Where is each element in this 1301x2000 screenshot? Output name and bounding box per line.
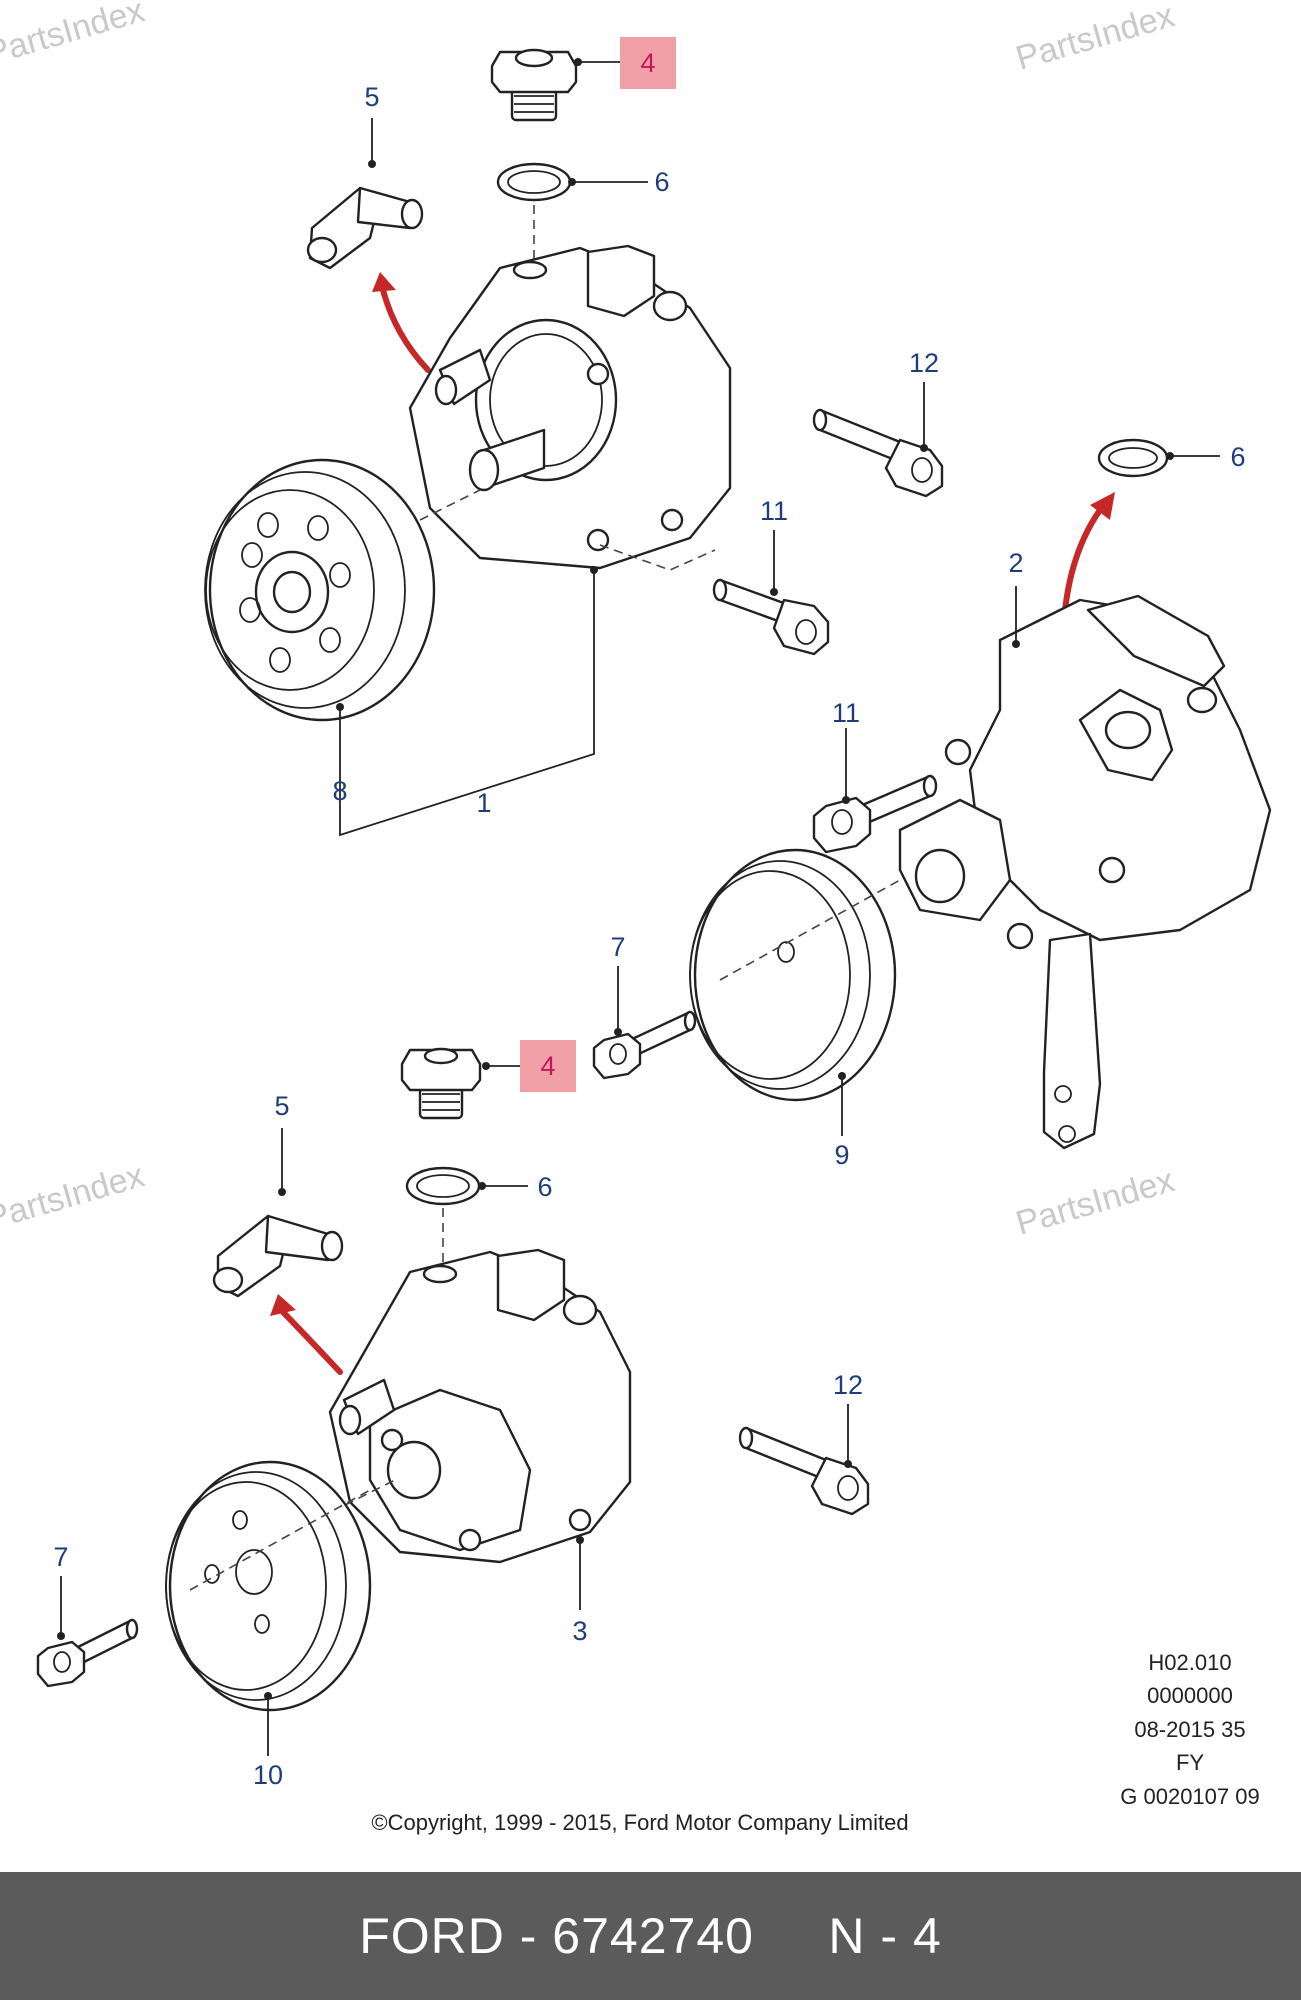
diagram-meta: H02.010 0000000 08-2015 35 FY G 0020107 … <box>1120 1650 1259 1809</box>
pulley-top[interactable] <box>204 458 436 722</box>
callout-6-right[interactable]: 6 <box>1230 442 1245 472</box>
copyright-notice: ©Copyright, 1999 - 2015, Ford Motor Comp… <box>371 1810 908 1835</box>
callout-6-top[interactable]: 6 <box>654 167 669 197</box>
meta-line-2: 0000000 <box>1147 1683 1233 1708</box>
elbow-fitting-bottom[interactable] <box>212 1214 344 1298</box>
callout-11-top[interactable]: 11 <box>760 496 788 526</box>
callout-1[interactable]: 1 <box>476 788 491 818</box>
watermark-mid-right: PartsIndex <box>1012 1161 1179 1242</box>
callout-7-middle[interactable]: 7 <box>610 932 625 962</box>
leader-lines <box>57 58 1220 1756</box>
o-ring-bottom[interactable] <box>405 1166 481 1206</box>
right-assembly <box>592 438 1272 1150</box>
meta-line-1: H02.010 <box>1148 1650 1231 1675</box>
callout-10[interactable]: 10 <box>253 1760 283 1790</box>
callout-6-bottom[interactable]: 6 <box>537 1172 552 1202</box>
callout-12-top[interactable]: 12 <box>909 348 939 378</box>
callout-12-bottom[interactable]: 12 <box>833 1370 863 1400</box>
callout-5-top[interactable]: 5 <box>364 82 379 112</box>
o-ring-right[interactable] <box>1097 438 1169 478</box>
watermark-top-left: PartsIndex <box>0 0 148 73</box>
highlight-box-4-top <box>620 37 676 89</box>
callout-2[interactable]: 2 <box>1008 548 1023 578</box>
meta-line-3: 08-2015 35 <box>1134 1717 1245 1742</box>
watermarks: PartsIndex PartsIndex PartsIndex PartsIn… <box>0 0 1178 1243</box>
callout-7-bottom[interactable]: 7 <box>53 1542 68 1572</box>
callout-4-bottom[interactable]: 4 <box>540 1051 555 1081</box>
callout-11-right[interactable]: 11 <box>832 698 860 728</box>
red-arrow-bottom <box>280 1309 343 1375</box>
top-assembly <box>204 48 944 722</box>
pump-body-top[interactable] <box>408 244 732 570</box>
callout-4-top[interactable]: 4 <box>640 48 655 78</box>
meta-line-5: G 0020107 09 <box>1120 1784 1259 1809</box>
filler-cap-top[interactable] <box>490 48 578 122</box>
footer-part-number: FORD - 6742740 N - 4 <box>359 1908 942 1964</box>
bolt-12-bottom[interactable] <box>738 1426 870 1516</box>
bolt-7-bottom[interactable] <box>36 1618 139 1688</box>
callout-3[interactable]: 3 <box>572 1616 587 1646</box>
pump-body-bottom[interactable] <box>328 1248 632 1564</box>
red-arrow-top <box>380 287 431 373</box>
bolt-11-top[interactable] <box>712 578 830 656</box>
footer-bar: FORD - 6742740 N - 4 <box>0 1872 1301 2000</box>
callout-9[interactable]: 9 <box>834 1140 849 1170</box>
o-ring-top[interactable] <box>496 162 572 202</box>
bottom-assembly <box>36 1047 870 1712</box>
bolt-11-right[interactable] <box>812 774 938 854</box>
bolt-12-top[interactable] <box>812 408 944 498</box>
parts-diagram: PartsIndex PartsIndex PartsIndex PartsIn… <box>0 0 1272 1835</box>
watermark-mid-left: PartsIndex <box>0 1156 148 1237</box>
callout-8[interactable]: 8 <box>332 776 347 806</box>
pulley-right[interactable] <box>689 848 897 1102</box>
bolt-7-middle[interactable] <box>592 1010 697 1080</box>
callout-5-bottom[interactable]: 5 <box>274 1091 289 1121</box>
pulley-bottom[interactable] <box>165 1460 372 1712</box>
meta-line-4: FY <box>1176 1750 1204 1775</box>
callouts: 4 6 5 12 6 11 2 11 8 1 7 4 9 6 5 12 3 7 … <box>53 37 1246 1790</box>
highlight-box-4-bottom <box>520 1040 576 1092</box>
watermark-top-right: PartsIndex <box>1012 0 1179 78</box>
pump-body-right[interactable] <box>898 594 1272 1150</box>
elbow-fitting-top[interactable] <box>306 186 424 270</box>
filler-cap-bottom[interactable] <box>400 1047 482 1120</box>
